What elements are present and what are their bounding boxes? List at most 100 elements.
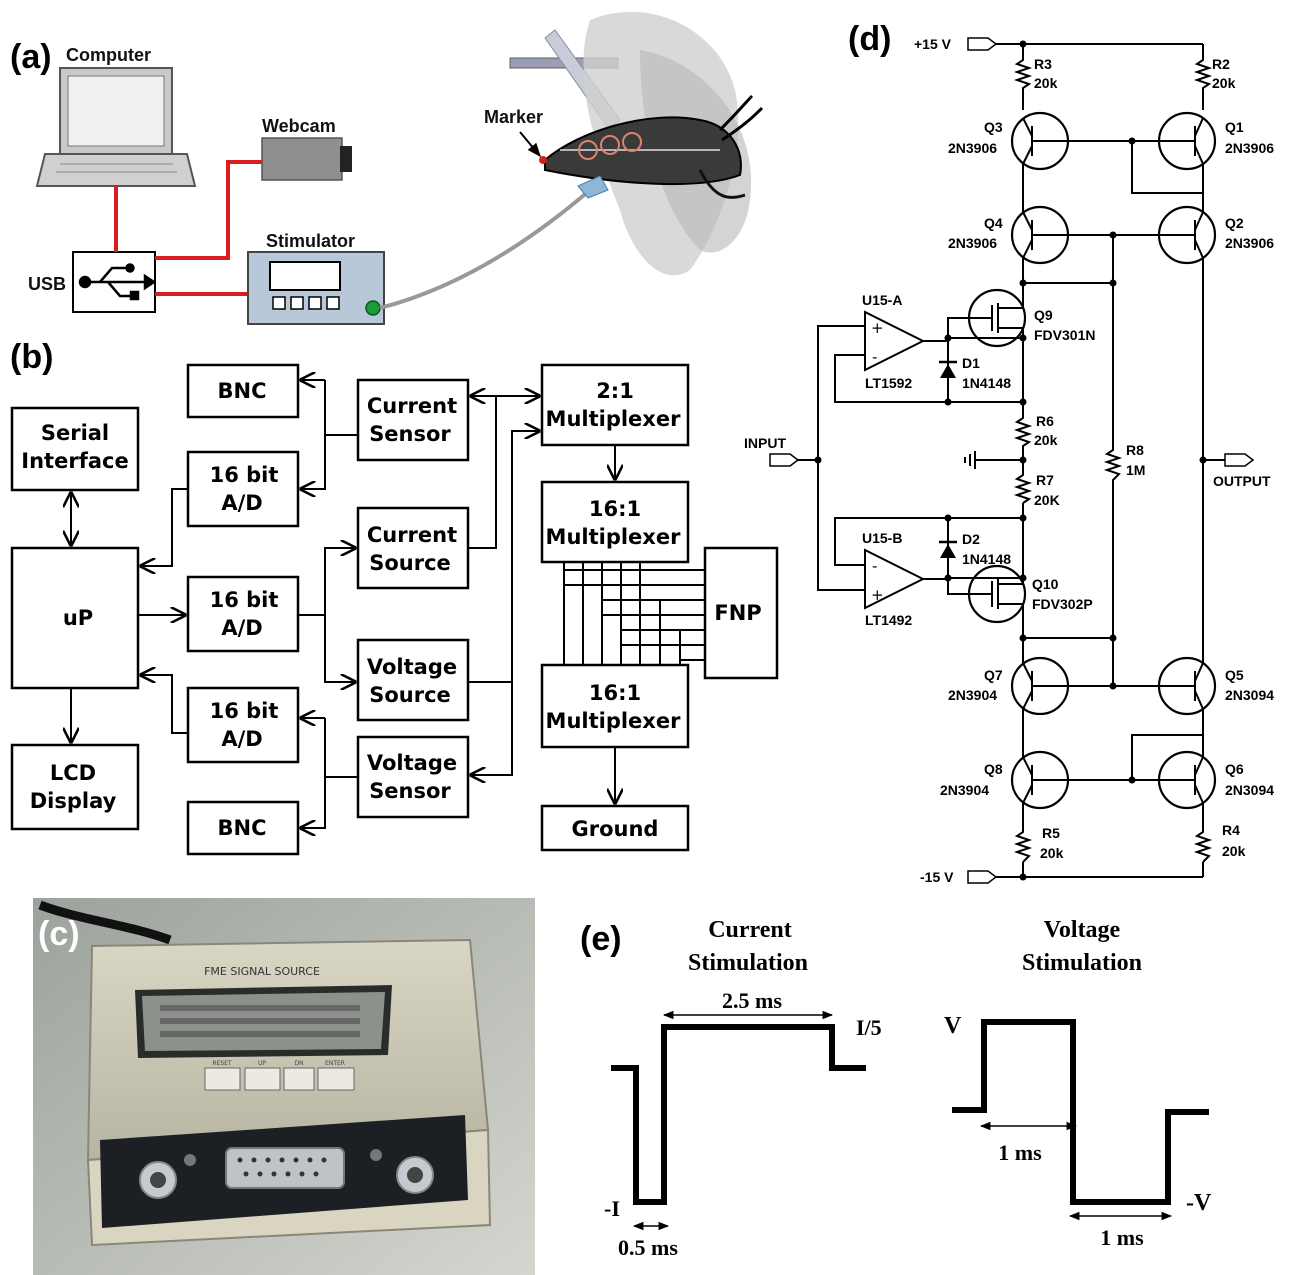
r7-label: R7 xyxy=(1036,472,1054,488)
r2-label: R2 xyxy=(1212,56,1230,72)
q6-label: Q6 xyxy=(1225,761,1244,777)
u15b-minus-icon: - xyxy=(872,557,877,575)
current-neg-duration-label: 0.5 ms xyxy=(618,1235,678,1260)
current-source-text-2: Source xyxy=(369,551,451,575)
voltage-source-text-2: Source xyxy=(369,683,451,707)
voltage-pos-duration-label: 1 ms xyxy=(998,1140,1042,1165)
input-port xyxy=(770,454,798,466)
voltage-source-block xyxy=(358,640,468,720)
current-low-label: -I xyxy=(604,1196,620,1221)
q8-part: 2N3904 xyxy=(940,782,989,798)
insect-icon xyxy=(510,12,762,275)
up-text: uP xyxy=(63,606,93,630)
panel-label-c: (c) xyxy=(38,915,80,953)
voltage-waveform xyxy=(952,1022,1209,1202)
r6-label: R6 xyxy=(1036,413,1054,429)
usb-label: USB xyxy=(28,274,66,294)
r6-resistor xyxy=(1017,412,1029,455)
stim-cable xyxy=(380,190,590,308)
q1-part: 2N3906 xyxy=(1225,140,1274,156)
vpos-port xyxy=(968,38,996,50)
current-high-label: I/5 xyxy=(856,1015,882,1040)
r8-resistor xyxy=(1107,443,1119,488)
computer-label: Computer xyxy=(66,45,151,65)
r3-resistor xyxy=(1017,44,1029,110)
r7-value: 20K xyxy=(1034,492,1060,508)
d2-diode xyxy=(939,542,957,558)
q3-part: 2N3906 xyxy=(948,140,997,156)
device-button-label-dn: DN xyxy=(294,1060,303,1067)
r5-value: 20k xyxy=(1040,845,1064,861)
u15a-label: U15-A xyxy=(862,292,902,308)
stimulator-icon xyxy=(248,252,384,324)
q4-part: 2N3906 xyxy=(948,235,997,251)
q9-part: FDV301N xyxy=(1034,327,1095,343)
d1-part: 1N4148 xyxy=(962,375,1011,391)
panel-label-e: (e) xyxy=(580,920,622,958)
q7-label: Q7 xyxy=(984,667,1003,683)
panel-a: (a) Computer Webcam USB xyxy=(10,12,762,324)
d2-label: D2 xyxy=(962,531,980,547)
d1-label: D1 xyxy=(962,355,980,371)
ad-1-text-1: 16 bit xyxy=(210,463,279,487)
output-port xyxy=(1225,454,1253,466)
current-source-block xyxy=(358,508,468,588)
u15a-part: LT1592 xyxy=(865,375,912,391)
q10-label: Q10 xyxy=(1032,576,1059,592)
device-button-label-up: UP xyxy=(258,1060,266,1067)
r2-value: 20k xyxy=(1212,75,1236,91)
lcd-display-block xyxy=(12,745,138,829)
ad-3-text-1: 16 bit xyxy=(210,699,279,723)
panel-d: (d) +15 V -15 V R3 20k R2 20k xyxy=(744,20,1274,885)
ground-symbol-icon xyxy=(965,451,975,469)
r5-label: R5 xyxy=(1042,825,1060,841)
voltage-high-label: V xyxy=(944,1013,962,1039)
current-sensor-text-2: Sensor xyxy=(369,422,451,446)
q2-part: 2N3906 xyxy=(1225,235,1274,251)
mux-16-1-top-text-1: 16:1 xyxy=(589,497,641,521)
q5-part: 2N3094 xyxy=(1225,687,1274,703)
voltage-neg-duration-label: 1 ms xyxy=(1100,1225,1144,1250)
d2-part: 1N4148 xyxy=(962,551,1011,567)
ad-2-text-2: A/D xyxy=(221,616,262,640)
mux-16-1-bottom-text-2: Multiplexer xyxy=(546,709,682,733)
r6-value: 20k xyxy=(1034,432,1058,448)
mux-16-1-bottom-text-1: 16:1 xyxy=(589,681,641,705)
r7-resistor xyxy=(1017,468,1029,503)
r4-label: R4 xyxy=(1222,822,1240,838)
q8-label: Q8 xyxy=(984,761,1003,777)
ground-text: Ground xyxy=(572,817,659,841)
voltage-title-1: Voltage xyxy=(1044,917,1121,943)
current-sensor-text-1: Current xyxy=(367,394,457,418)
ad-3-text-2: A/D xyxy=(221,727,262,751)
output-label: OUTPUT xyxy=(1213,473,1271,489)
q3-label: Q3 xyxy=(984,119,1003,135)
u15b-plus-icon: + xyxy=(871,586,884,604)
q10-part: FDV302P xyxy=(1032,596,1093,612)
r8-value: 1M xyxy=(1126,462,1145,478)
q4-label: Q4 xyxy=(984,215,1003,231)
voltage-title-2: Stimulation xyxy=(1022,950,1142,976)
vneg-label: -15 V xyxy=(920,869,954,885)
current-source-text-1: Current xyxy=(367,523,457,547)
q6-part: 2N3094 xyxy=(1225,782,1274,798)
current-sensor-block xyxy=(358,380,468,460)
bnc-bottom-text: BNC xyxy=(218,816,267,840)
r2-resistor xyxy=(1197,44,1209,110)
r3-label: R3 xyxy=(1034,56,1052,72)
stimulator-label: Stimulator xyxy=(266,231,355,251)
mux-2-1-text-2: Multiplexer xyxy=(546,407,682,431)
q5-label: Q5 xyxy=(1225,667,1244,683)
q9-label: Q9 xyxy=(1034,307,1053,323)
current-duration-label: 2.5 ms xyxy=(722,988,782,1013)
r8-label: R8 xyxy=(1126,442,1144,458)
mux-2-1-text-1: 2:1 xyxy=(596,379,634,403)
panel-b: (b) Serial Interface uP LCD Display BNC … xyxy=(10,338,777,854)
panel-label-b: (b) xyxy=(10,338,53,376)
computer-icon xyxy=(37,68,195,186)
mux-2-1-block xyxy=(542,365,688,445)
bnc-top-text: BNC xyxy=(218,379,267,403)
u15a-minus-icon: - xyxy=(872,348,877,366)
vpos-label: +15 V xyxy=(914,36,952,52)
